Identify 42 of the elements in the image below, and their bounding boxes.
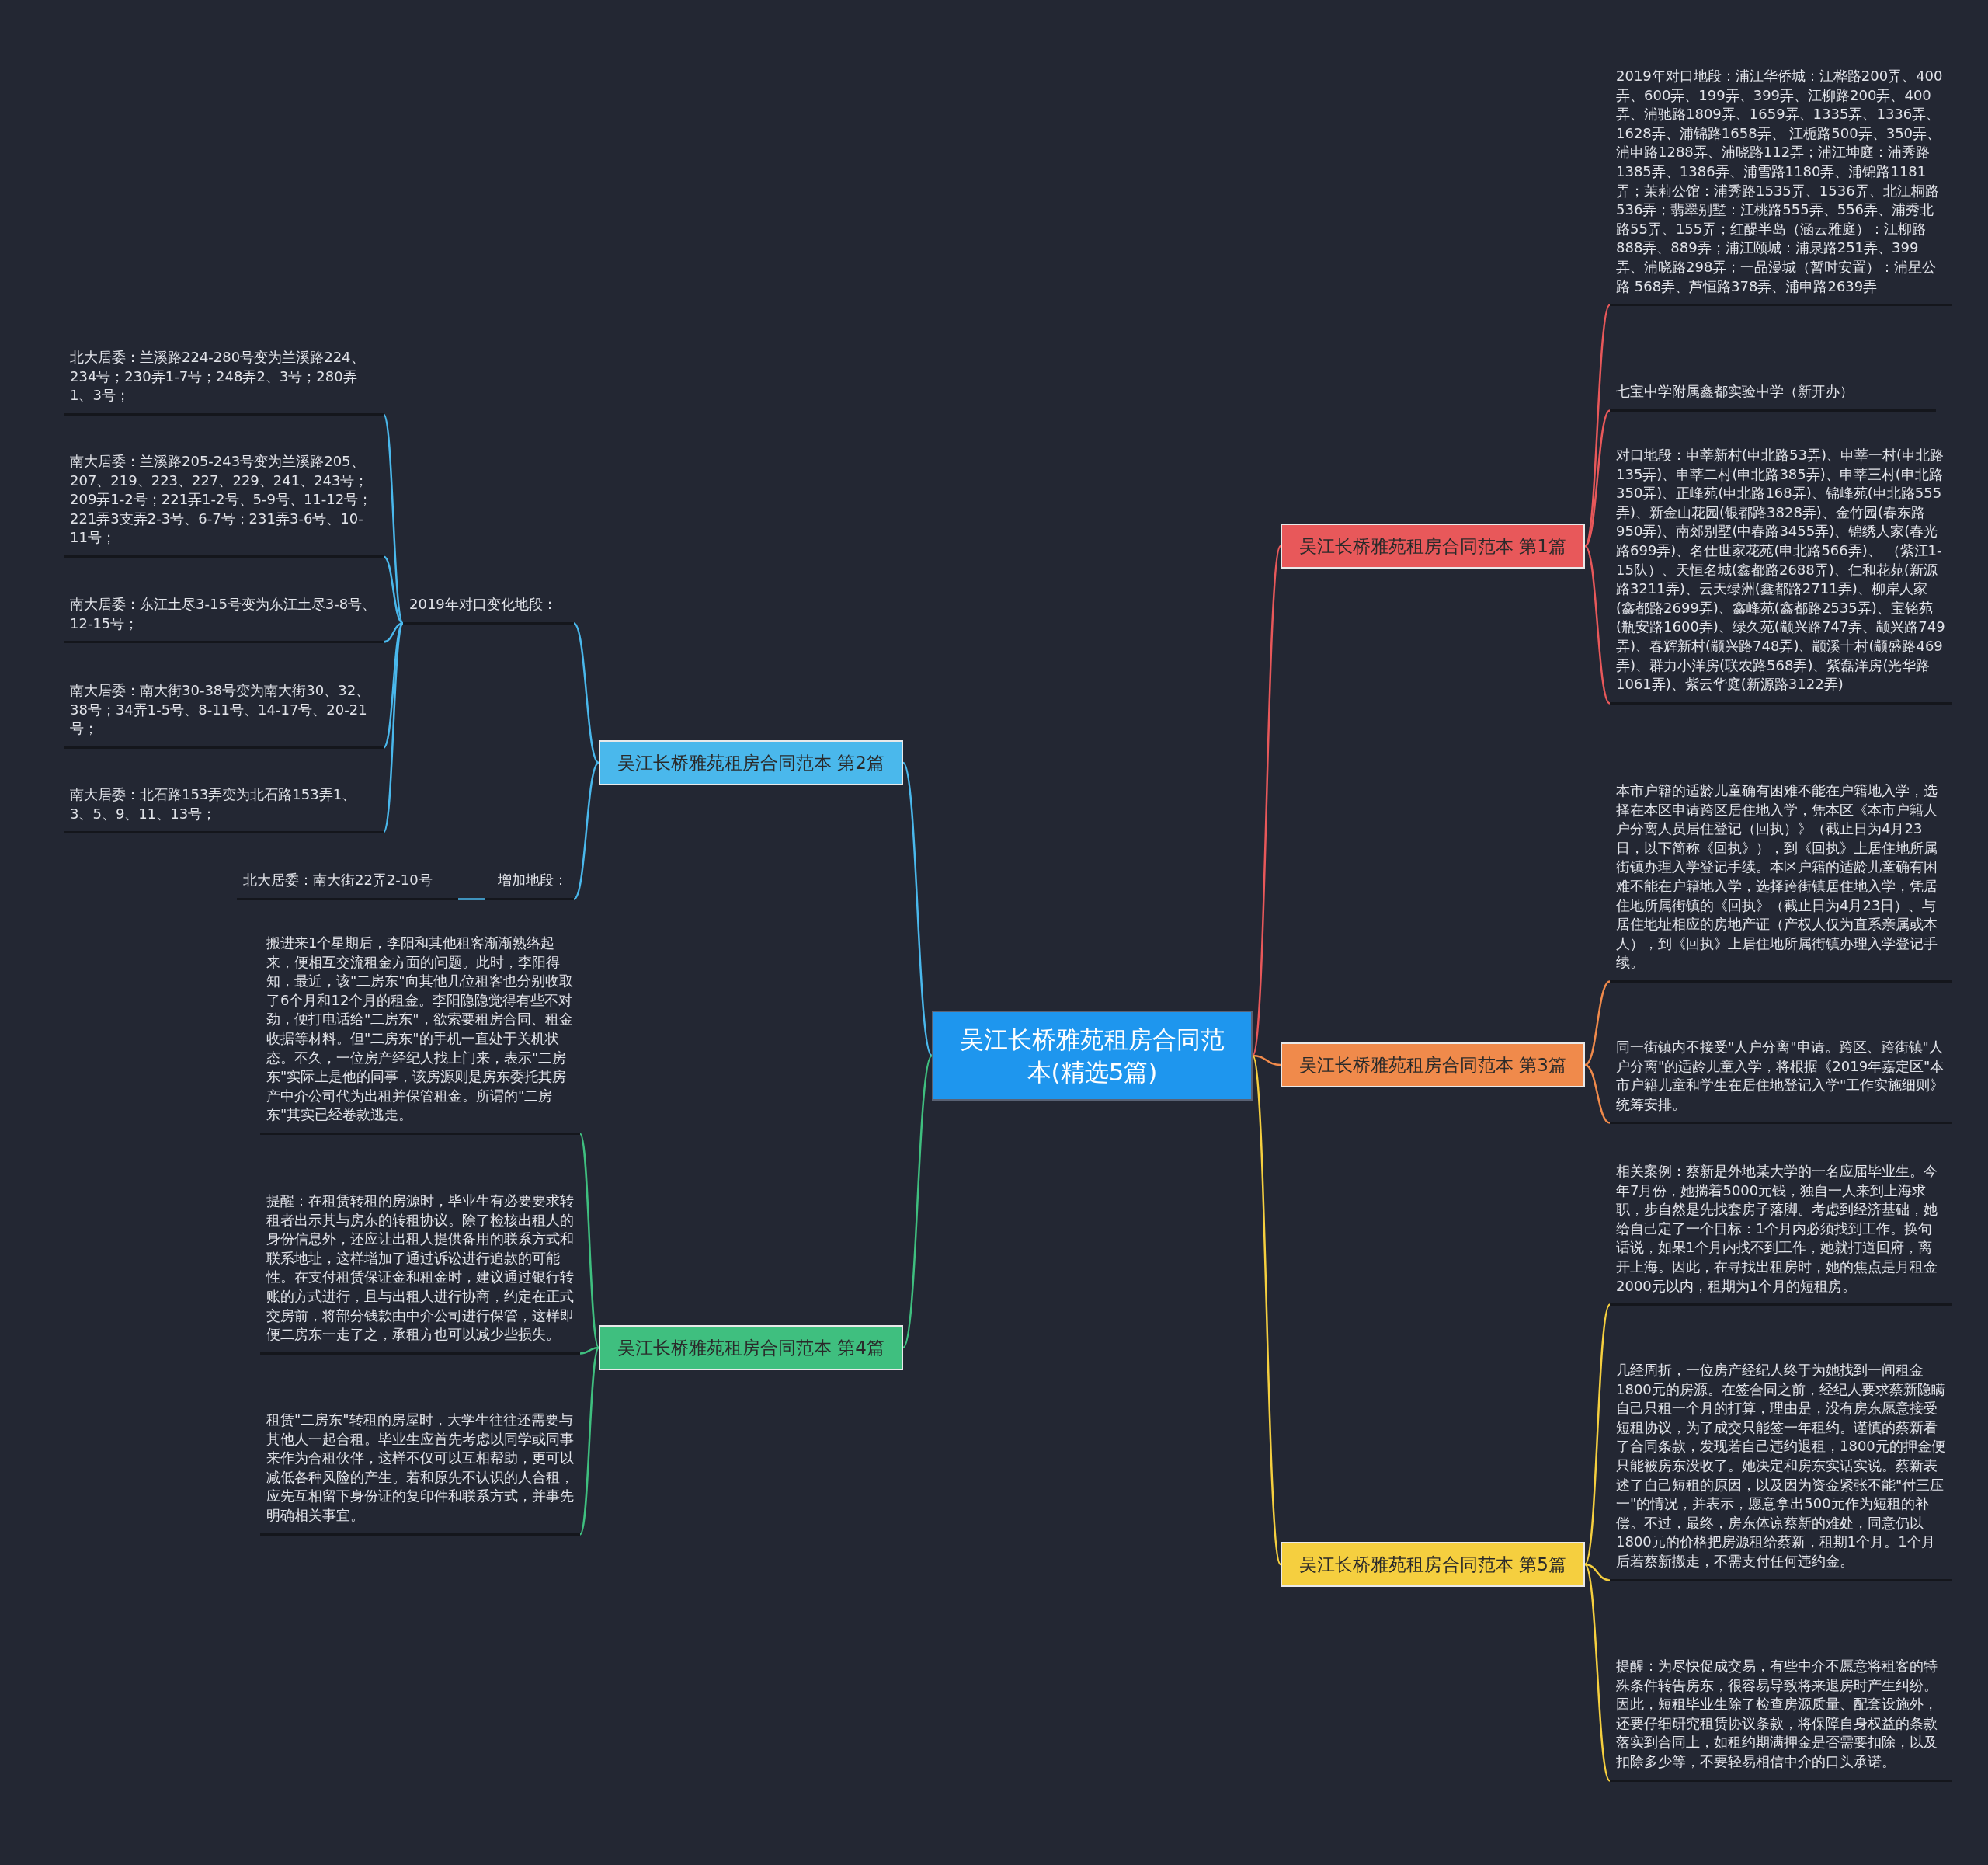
note-text: 七宝中学附属鑫都实验中学（新开办） bbox=[1610, 381, 1936, 412]
connector-line bbox=[1252, 1054, 1281, 1066]
connector-line bbox=[1584, 545, 1611, 705]
central-topic-box: 吴江长桥雅苑租房合同范本(精选5篇) bbox=[932, 1011, 1253, 1101]
connector-line bbox=[1584, 409, 1611, 547]
note-text: 对口地段：申莘新村(申北路53弄)、申莘一村(申北路135弄)、申莘二村(申北路385弄)、申莘三村(申北路350弄)、正峰苑(申北路168弄)、锦峰苑(申北路555弄)、新金山花园(银都路3828弄)、金竹园(春东路950弄)、南郊别墅(中春路3455弄)、锦绣人家(春光路699弄)、名仕世家花苑(申北路566弄)、 （紫江1-15队）、天恒名城(鑫都路2688弄)、仁和花苑(新源路3211弄)、云天绿洲(鑫都路2711弄)、柳岸人家(鑫都路2699弄)、鑫峰苑(鑫都路2535弄)、宝铭苑(瓶安路1600弄)、绿久苑(颛兴路747弄、颛兴路749弄)、春辉新村(颛兴路748弄)、颛溪十村(颛盛路469弄)、群力小洋房(联农路568弄)、紫磊洋房(光华路1061弄)、紫云华庭(新源路3122弄) bbox=[1610, 444, 1952, 705]
note-text: 南大居委：东江土尽3-15号变为东江土尽3-8号、12-15号； bbox=[64, 593, 384, 644]
note-text: 2019年对口地段：浦江华侨城：江桦路200弄、400弄、600弄、199弄、399弄、江柳路200弄、400弄、浦驰路1809弄、1659弄、1335弄、1336弄、1628弄、浦锦路1658弄、 江栀路500弄、350弄、浦申路1288弄、浦晓路112弄；浦江坤庭：浦秀路1385弄、1386弄、浦雪路1180弄、浦锦路1181弄；茉莉公馆：浦秀路1535弄、1536弄、北江桐路536弄；翡翠别墅：江桃路555弄、556弄、浦秀北路55弄、155弄；红醍半岛（涵云雅庭）：江柳路888弄、889弄；浦江颐城：浦泉路251弄、399弄、浦晓路298弄；一品漫城（暂时安置）：浦星公路 568弄、芦恒路378弄、浦申路2639弄 bbox=[1610, 65, 1952, 307]
note-text: 提醒：为尽快促成交易，有些中介不愿意将租客的特殊条件转告房东，很容易导致将来退房时产生纠纷。因此，短租毕业生除了检查房源质量、配套设施外，还要仔细研究租赁协议条款，将保障自身权益的条款落实到合同上，如租约期满押金是否需要扣除，以及扣除多少等，不要轻易相信中介的口头承诺。 bbox=[1610, 1655, 1952, 1782]
note-text: 增加地段： bbox=[485, 869, 574, 900]
connector-line bbox=[458, 898, 485, 900]
connector-line bbox=[1584, 1063, 1611, 1124]
note-text: 南大居委：兰溪路205-243号变为兰溪路205、207、219、223、227、229、241、243号；209弄1-2号；221弄1-2号、5-9号、11-12号；221弄3支弄2-3号、6-7号；231弄3-6号、10-11号； bbox=[64, 451, 384, 558]
note-text: 本市户籍的适龄儿童确有困难不能在户籍地入学，选择在本区申请跨区居住地入学，凭本区《本市户籍人户分离人员居住登记（回执）》（截止日为4月23日，以下简称《回执》），到《回执》上居住地所属街镇办理入学登记手续。本区户籍的适龄儿童确有困难不能在户籍地入学，选择跨街镇居住地入学，凭居住地所属街镇的《回执》（截止日为4月23日）、与居住地址相应的房地产证（产权人仅为直系亲属或本人），到《回执》上居住地所属街镇办理入学登记手续。 bbox=[1610, 780, 1952, 983]
note-text: 北大居委：兰溪路224-280号变为兰溪路224、234号；230弄1-7号；248弄2、3号；280弄1、3号； bbox=[64, 346, 384, 416]
note-text: 北大居委：南大街22弄2-10号 bbox=[237, 869, 458, 900]
topic-box: 吴江长桥雅苑租房合同范本 第4篇 bbox=[599, 1325, 903, 1370]
connector-line bbox=[1584, 1563, 1611, 1581]
connector-line bbox=[573, 762, 600, 900]
topic-box: 吴江长桥雅苑租房合同范本 第3篇 bbox=[1281, 1042, 1585, 1087]
topic-box: 吴江长桥雅苑租房合同范本 第2篇 bbox=[599, 740, 903, 785]
note-text: 南大居委：北石路153弄变为北石路153弄1、3、5、9、11、13号； bbox=[64, 784, 384, 834]
note-text: 相关案例：蔡新是外地某大学的一名应届毕业生。今年7月份，她揣着5000元钱，独自一人来到上海求职，步自然是先找套房子落脚。考虑到经济基础，她给自己定了一个目标：1个月内必须找到工作。换句话说，如果1个月内找不到工作，她就打道回府，离开上海。因此，在寻找出租房时，她的焦点是月租金2000元以内，租期为1个月的短租房。 bbox=[1610, 1160, 1952, 1307]
note-text: 搬进来1个星期后，李阳和其他租客渐渐熟络起来，便相互交流租金方面的问题。此时，李阳得知，最近，该"二房东"向其他几位租客也分别收取了6个月和12个月的租金。李阳隐隐觉得有些不对劲，便打电话给"二房东"，欲索要租房合同、租金收据等材料。但"二房东"的手机一直处于关机状态。不久，一位房产经纪人找上门来，表示"二房东"实际上是他的同事，该房源则是房东委托其房产中介公司代为出租并保管租金。所谓的"二房东"其实已经卷款逃走。 bbox=[260, 932, 580, 1135]
connector-line bbox=[579, 1133, 600, 1348]
connector-line bbox=[383, 622, 404, 643]
note-text: 几经周折，一位房产经纪人终于为她找到一间租金1800元的房源。在签合同之前，经纪人要求蔡新隐瞒自己只租一个月的打算，理由是，没有房东愿意接受短租协议，为了成交只能签一年租约。谨慎的蔡新看了合同条款，发现若自己违约退租，1800元的押金便只能被房东没收了。她决定和房东实话实说。蔡新表述了自己短租的原因，以及因为资金紧张不能"付三压一"的情况，并表示，愿意拿出500元作为短租的补偿。不过，最终，房东体谅蔡新的难处，同意仍以1800元的价格把房源租给蔡新，租期1个月。1个月后若蔡新搬走，不需支付任何违约金。 bbox=[1610, 1359, 1952, 1581]
topic-box: 吴江长桥雅苑租房合同范本 第5篇 bbox=[1281, 1542, 1585, 1587]
connector-line bbox=[1584, 980, 1611, 1066]
note-text: 同一街镇内不接受"人户分离"申请。跨区、跨街镇"人户分离"的适龄儿童入学，将根据《2019年嘉定区"本市户籍儿童和学生在居住地登记入学"工作实施细则》统筹安排。 bbox=[1610, 1036, 1952, 1125]
connector-line bbox=[573, 622, 600, 764]
connector-line bbox=[383, 622, 404, 749]
connector-line bbox=[579, 1347, 600, 1536]
note-text: 南大居委：南大街30-38号变为南大街30、32、38号；34弄1-5号、8-11号、14-17号、20-21号； bbox=[64, 680, 384, 749]
note-text: 租赁"二房东"转租的房屋时，大学生往往还需要与其他人一起合租。毕业生应首先考虑以同学或同事来作为合租伙伴，这样不仅可以互相帮助，更可以减低各种风险的产生。若和原先不认识的人合租，应先互相留下身份证的复印件和联系方式，并事先明确相关事宜。 bbox=[260, 1409, 580, 1536]
topic-box: 吴江长桥雅苑租房合同范本 第1篇 bbox=[1281, 524, 1585, 569]
connector-line bbox=[382, 622, 405, 833]
note-text: 2019年对口变化地段： bbox=[403, 593, 574, 625]
connector-line bbox=[382, 413, 405, 625]
connector-line bbox=[579, 1346, 600, 1355]
note-text: 提醒：在租赁转租的房源时，毕业生有必要要求转租者出示其与房东的转租协议。除了检核出租人的身份信息外，还应让出租人提供备用的联系方式和联系地址，这样增加了通过诉讼进行追款的可能性。在支付租赁保证金和租金时，建议通过银行转账的方式进行，且与出租人进行协商，约定在正式交房前，将部分钱款由中介公司进行保管，这样即便二房东一走了之，承租方也可以减少些损失。 bbox=[260, 1190, 580, 1355]
connector-line bbox=[383, 555, 404, 625]
